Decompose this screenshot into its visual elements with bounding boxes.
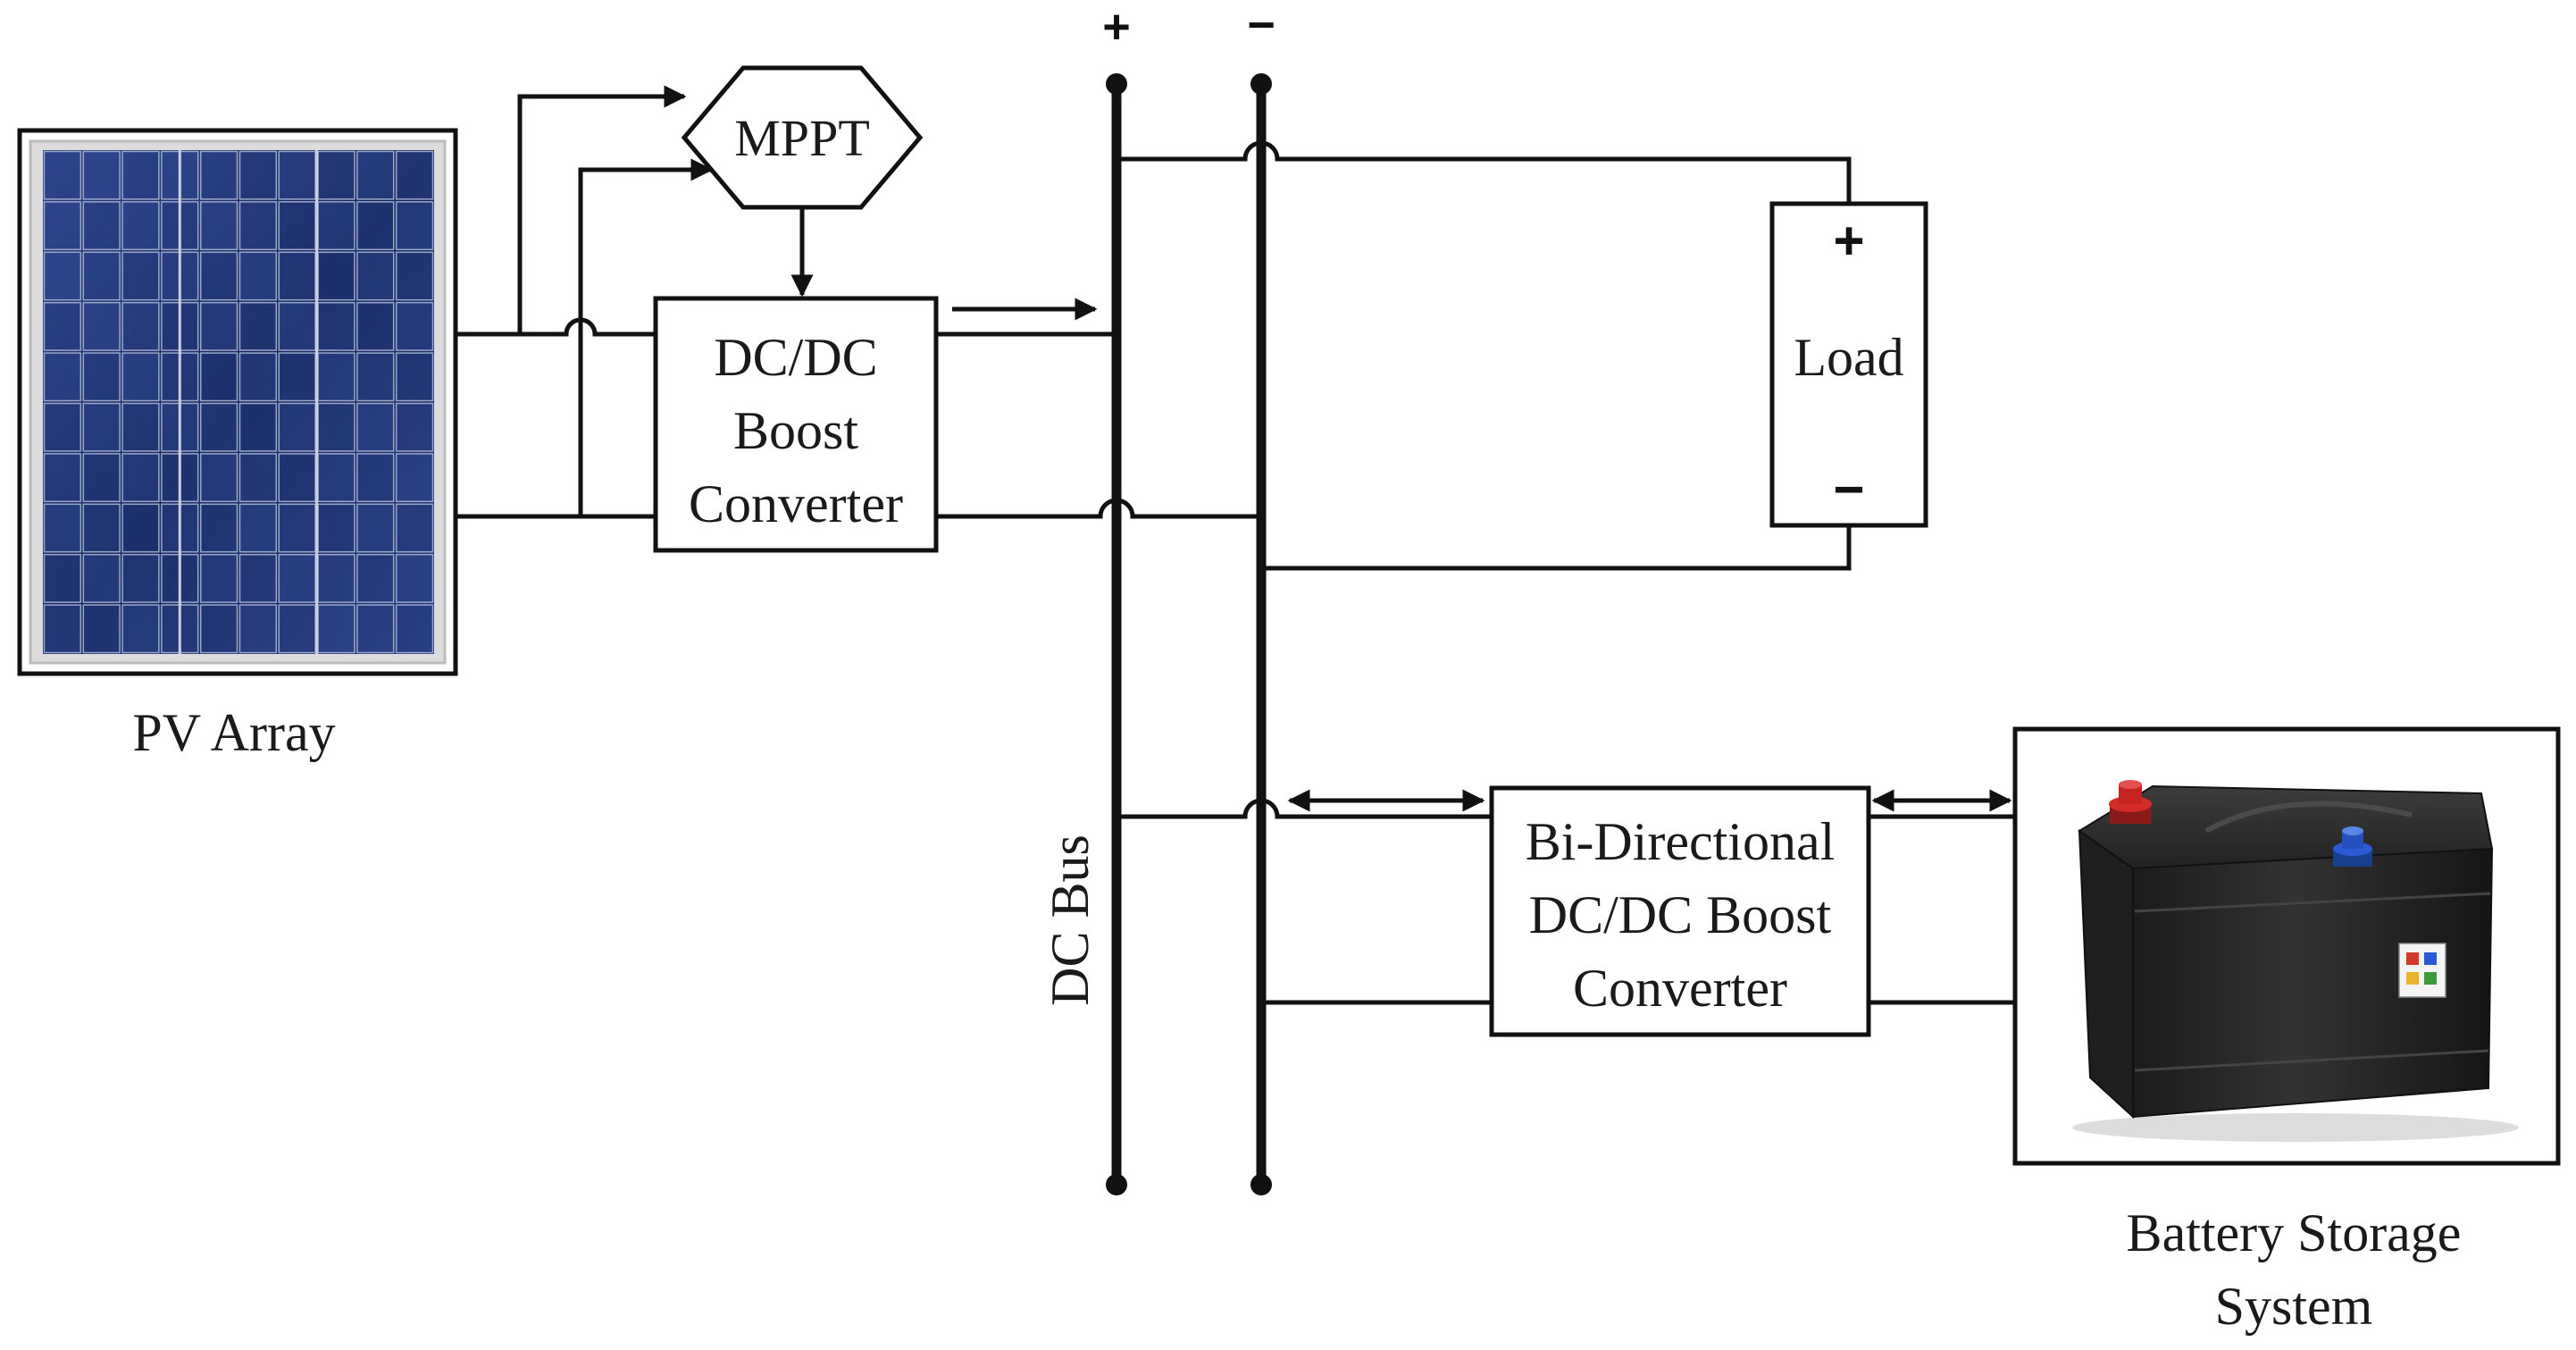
bidirectional-label-line3: Converter: [1573, 959, 1787, 1018]
bus-terminal-dot: [1250, 73, 1272, 95]
dcdc-boost-converter: [653, 296, 939, 553]
pv-array: [17, 128, 458, 676]
bus-negative-symbol: −: [1247, 0, 1275, 52]
positive-terminal-icon: [2109, 780, 2152, 824]
pv-array-label: PV Array: [132, 703, 335, 762]
dcdc-label-line3: Converter: [689, 474, 903, 533]
battery-label-line1: Battery Storage: [2127, 1203, 2462, 1262]
dcdc-boost-box: [653, 296, 939, 553]
load-label: Load: [1794, 328, 1903, 387]
battery-label-line2: System: [2215, 1277, 2373, 1336]
dcdc-label-line2: Boost: [733, 401, 858, 460]
dcdc-label-line1: DC/DC: [714, 328, 877, 387]
load-negative-symbol: −: [1833, 459, 1864, 519]
dcdc-negative-out: [936, 498, 1261, 519]
pv-array-frame: [17, 128, 458, 676]
mppt-label: MPPT: [734, 109, 870, 167]
bus-positive-symbol: +: [1102, 0, 1131, 54]
mppt-sense-wire-2: [578, 158, 714, 516]
wiring: [456, 85, 2015, 1005]
mppt-block: [681, 65, 924, 210]
load-box: [1769, 201, 1928, 528]
dc-bus-label: DC Bus: [1041, 834, 1100, 1006]
pv-positive-wire: [456, 317, 656, 337]
load-positive-wire: [1117, 140, 1852, 204]
load-negative-wire: [1261, 525, 1852, 571]
load-positive-symbol: +: [1833, 211, 1864, 271]
load-block: [1769, 201, 1928, 528]
bus-terminal-dot: [1106, 1174, 1127, 1195]
bus-terminal-dot: [1250, 1174, 1272, 1195]
mppt-sense-wire-1: [517, 85, 687, 334]
negative-terminal-icon: [2333, 826, 2372, 867]
battery-storage: [2012, 726, 2561, 1166]
battery-icon: [2072, 780, 2519, 1142]
mppt-hexagon: [681, 65, 924, 210]
bidirectional-label-line2: DC/DC Boost: [1529, 885, 1832, 944]
battery-converter-positive-wire: [1117, 798, 1492, 819]
bidirectional-label-line1: Bi-Directional: [1526, 812, 1836, 871]
dc-bus: [1106, 73, 1272, 1195]
solar-panel-icon: [43, 150, 434, 654]
bus-terminal-dot: [1106, 73, 1127, 95]
bidirectional-converter-box: [1489, 785, 1871, 1037]
bidirectional-converter: [1489, 785, 1871, 1037]
